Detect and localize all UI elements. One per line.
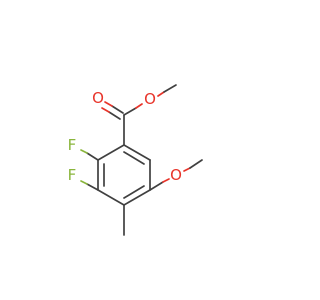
bond-c5-methoxy-o-red: [162, 178, 170, 183]
ring-bond-c4-c5-inner: [123, 185, 145, 199]
bond-carbonyl-double-2-o: [101, 107, 110, 113]
bond-carbonyl-double-1-o: [104, 101, 113, 107]
fluoro-substituents: F F: [68, 136, 99, 191]
molecule-structure: O O F F O: [68, 84, 203, 236]
bond-carbonyl-double-1: [111, 105, 124, 114]
ring-bond-c3-c4: [97, 189, 125, 206]
ring-bond-c6-c1-inner: [123, 151, 145, 165]
bond-methoxy-o-methyl: [189, 159, 203, 169]
ring-bond-c1-c2: [97, 144, 125, 161]
ester-group: O O: [92, 84, 177, 146]
fluorine-2-label: F: [68, 136, 77, 154]
ring-bond-c4-c5: [123, 189, 151, 206]
bond-c3-f-green: [80, 180, 88, 185]
bond-c2-f-green: [80, 149, 88, 154]
carbonyl-oxygen-label: O: [92, 89, 104, 107]
benzene-ring: [97, 144, 151, 206]
bond-ester-o-methyl-red: [157, 91, 165, 97]
methoxy-oxygen-label: O: [170, 166, 182, 184]
bond-carbonyl-double-2: [108, 111, 121, 120]
ester-oxygen-label: O: [144, 90, 156, 108]
bond-carbonyl-ester-o-red: [135, 103, 143, 109]
ring-bond-c6-c1: [123, 144, 151, 161]
bond-c5-methoxy-o: [149, 181, 164, 191]
fluorine-3-label: F: [68, 166, 77, 184]
bond-ester-o-methyl: [163, 84, 177, 93]
methoxy-substituent: O: [149, 159, 203, 191]
bond-c3-f: [86, 183, 99, 191]
bond-c2-f: [86, 152, 99, 161]
bond-methoxy-o-methyl-red: [183, 167, 191, 172]
bond-carbonyl-ester-o: [123, 107, 137, 116]
